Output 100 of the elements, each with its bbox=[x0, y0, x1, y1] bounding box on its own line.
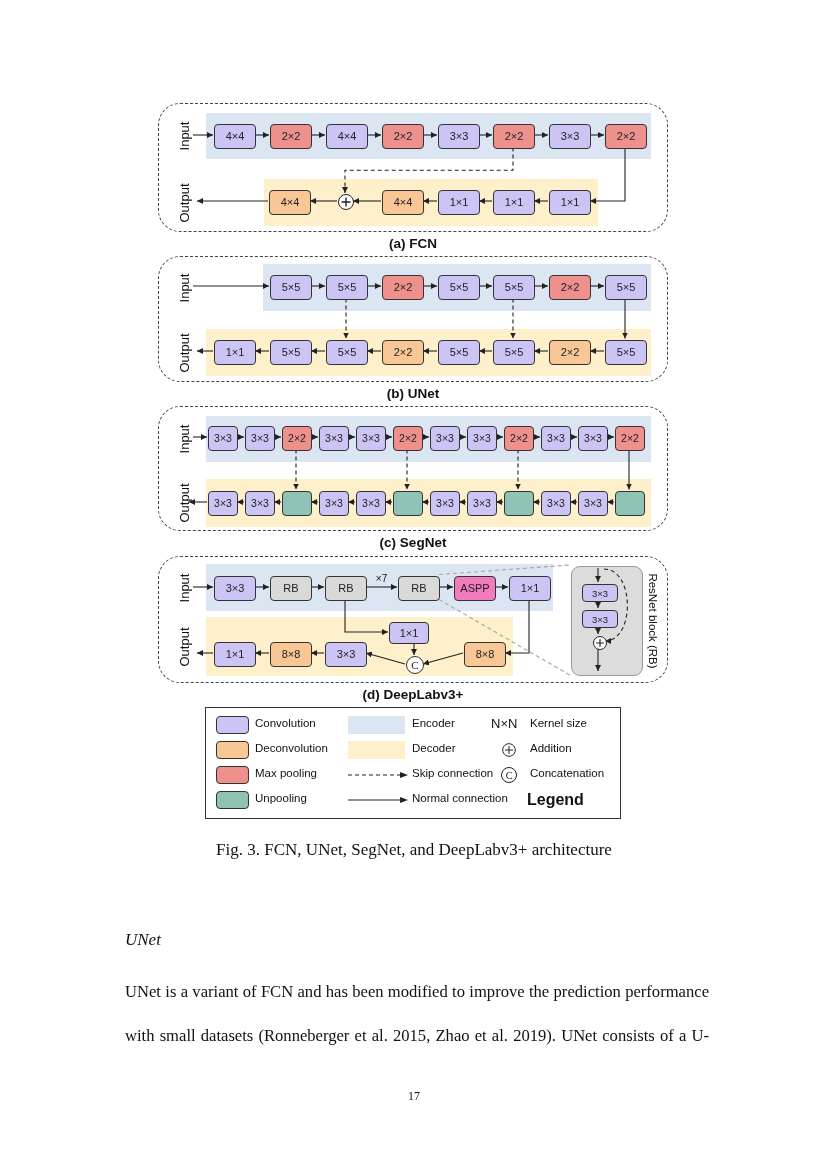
figure-caption: Fig. 3. FCN, UNet, SegNet, and DeepLabv3+ architecture bbox=[216, 840, 612, 860]
input-label: Input bbox=[176, 273, 192, 302]
convolution-box: 3×3 bbox=[319, 425, 349, 451]
max-pooling-box: 2×2 bbox=[615, 425, 645, 451]
unpooling-box bbox=[504, 490, 534, 516]
convolution-box: 3×3 bbox=[430, 425, 460, 451]
max-pooling-box: 2×2 bbox=[549, 274, 591, 300]
arrow bbox=[533, 283, 549, 289]
arrow bbox=[504, 598, 530, 656]
addition-circle bbox=[338, 194, 354, 210]
convolution-box: 4×4 bbox=[214, 123, 256, 149]
arrow bbox=[626, 448, 632, 491]
panel-title: (b) UNet bbox=[386, 386, 440, 401]
convolution-box: 5×5 bbox=[270, 339, 312, 365]
aspp-box: ASPP bbox=[454, 575, 496, 601]
addition-circle bbox=[593, 636, 607, 650]
max-pooling-box: 2×2 bbox=[382, 123, 424, 149]
arrow bbox=[422, 348, 438, 354]
max-pooling-box: 2×2 bbox=[382, 274, 424, 300]
arrow bbox=[192, 283, 270, 289]
max-pooling-box: 2×2 bbox=[270, 123, 312, 149]
arrow bbox=[365, 584, 398, 590]
arrow bbox=[310, 132, 326, 138]
convolution-box: 1×1 bbox=[438, 189, 480, 215]
arrow bbox=[589, 132, 605, 138]
body-paragraph: UNet is a variant of FCN and has been modified to improve the prediction performance with small datasets (Ronneberger et al. 2015, Zhao et al. 2019). UNet consists of a U- bbox=[125, 981, 709, 1047]
arrow bbox=[347, 499, 356, 505]
dashed-arrow bbox=[343, 297, 349, 340]
convolution-box: 3×3 bbox=[245, 425, 275, 451]
convolution-box: 1×1 bbox=[509, 575, 551, 601]
encoder-band bbox=[206, 416, 651, 462]
guide-line bbox=[438, 564, 571, 576]
max-pooling-box: 2×2 bbox=[504, 425, 534, 451]
arrow bbox=[606, 499, 615, 505]
convolution-box: 3×3 bbox=[541, 425, 571, 451]
convolution-box: 3×3 bbox=[245, 490, 275, 516]
arrow bbox=[494, 584, 509, 590]
arrow bbox=[422, 198, 438, 204]
encoder-band bbox=[263, 264, 651, 311]
unpooling-box bbox=[393, 490, 423, 516]
deconvolution-box: 4×4 bbox=[382, 189, 424, 215]
convolution-box: 3×3 bbox=[467, 425, 497, 451]
arrow bbox=[622, 297, 628, 340]
legend-text: Max pooling bbox=[255, 767, 317, 779]
arrow bbox=[254, 584, 270, 590]
convolution-box: 3×3 bbox=[578, 490, 608, 516]
legend-title: Legend bbox=[527, 791, 584, 809]
arrow bbox=[422, 652, 464, 666]
arrow bbox=[421, 434, 430, 440]
legend-text: Convolution bbox=[255, 717, 316, 729]
arrow bbox=[532, 434, 541, 440]
arrow bbox=[569, 499, 578, 505]
output-label: Output bbox=[176, 627, 192, 666]
arrow bbox=[595, 625, 601, 635]
convolution-box: 1×1 bbox=[214, 641, 256, 667]
convolution-box: 1×1 bbox=[493, 189, 535, 215]
unpooling-box bbox=[282, 490, 312, 516]
arrow bbox=[366, 348, 382, 354]
convolution-box: 3×3 bbox=[356, 490, 386, 516]
residual-block-box: RB bbox=[325, 575, 367, 601]
arrow bbox=[589, 348, 605, 354]
dashed-arrow bbox=[515, 448, 521, 491]
deconvolution-box: 4×4 bbox=[269, 189, 311, 215]
convolution-box: 3×3 bbox=[208, 490, 238, 516]
arrow bbox=[533, 348, 549, 354]
legend-text: Unpooling bbox=[255, 792, 307, 804]
convolution-box: 3×3 bbox=[438, 123, 480, 149]
arrow bbox=[309, 198, 338, 204]
arrow bbox=[310, 283, 326, 289]
arrow bbox=[595, 599, 601, 609]
output-label: Output bbox=[176, 183, 192, 222]
output-label: Output bbox=[176, 483, 192, 523]
arrow bbox=[196, 650, 214, 656]
arrow bbox=[478, 283, 493, 289]
max-pooling-box: 2×2 bbox=[282, 425, 312, 451]
section-heading: UNet bbox=[125, 930, 161, 950]
unpooling-box bbox=[615, 490, 645, 516]
convolution-box: 4×4 bbox=[326, 123, 368, 149]
dashed-arrow bbox=[510, 297, 516, 340]
arrow bbox=[532, 499, 541, 505]
arrow bbox=[384, 434, 393, 440]
convolution-box: 5×5 bbox=[493, 339, 535, 365]
max-pooling-box: 2×2 bbox=[393, 425, 423, 451]
arrow bbox=[192, 132, 214, 138]
encoder-band bbox=[206, 113, 651, 159]
convolution-box: 5×5 bbox=[438, 339, 480, 365]
convolution-box: 1×1 bbox=[214, 339, 256, 365]
panel-title: (c) SegNet bbox=[379, 535, 447, 550]
convolution-box: 3×3 bbox=[319, 490, 349, 516]
edge-label: ×7 bbox=[375, 573, 388, 584]
legend-text: Encoder bbox=[412, 717, 455, 729]
arrow bbox=[310, 348, 326, 354]
convolution-box: 3×3 bbox=[582, 584, 618, 602]
legend-text: Kernel size bbox=[530, 717, 587, 729]
dashed-arrow bbox=[603, 568, 628, 643]
legend-text: Decoder bbox=[412, 742, 456, 754]
concatenation-circle: C bbox=[406, 656, 424, 674]
legend-text: Skip connection bbox=[412, 767, 494, 779]
page-number: 17 bbox=[408, 1089, 420, 1104]
arrow bbox=[595, 567, 601, 583]
